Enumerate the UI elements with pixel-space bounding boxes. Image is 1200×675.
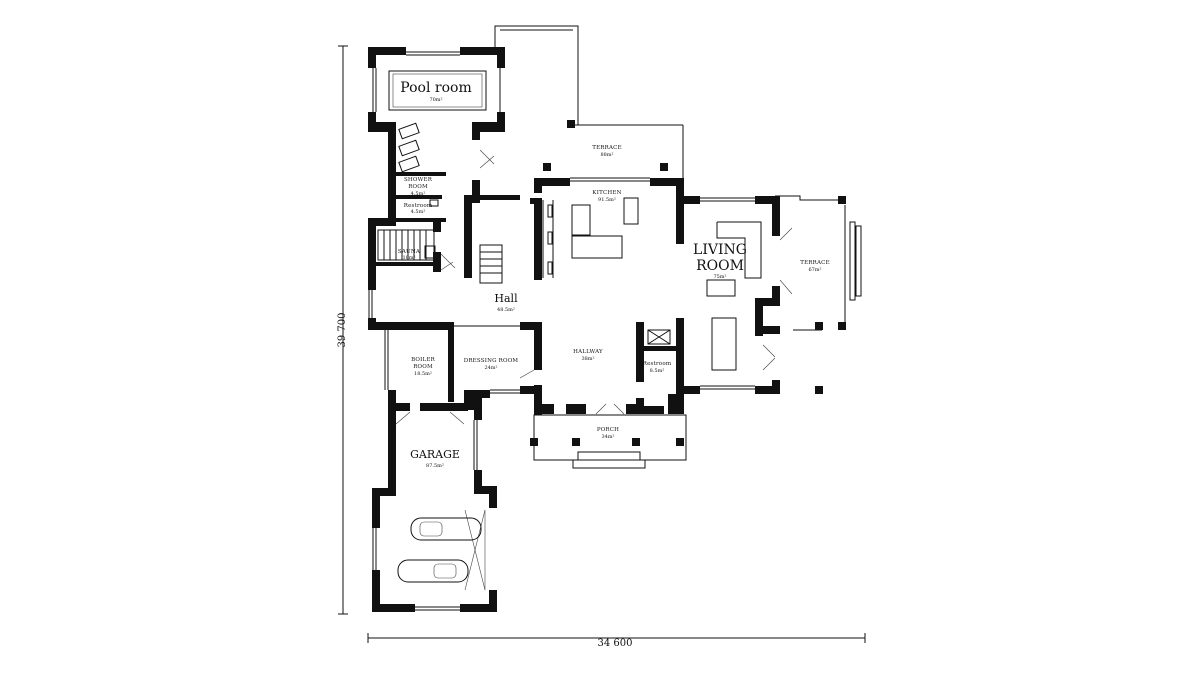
pool-room-label: Pool room bbox=[400, 80, 471, 96]
restroom-2-area: 8.5m² bbox=[650, 368, 665, 374]
terrace-right-label: TERRACE bbox=[800, 260, 830, 266]
porch-area: 34m² bbox=[601, 434, 614, 440]
living-room-label-line2: ROOM bbox=[696, 258, 744, 274]
stairs bbox=[377, 229, 503, 284]
shower-room-label-line1: SHOWER bbox=[404, 177, 433, 183]
porch-label: PORCH bbox=[597, 427, 619, 433]
pool-room-area: 70m² bbox=[429, 97, 442, 103]
restroom-2-label: Restroom bbox=[643, 361, 672, 367]
dressing-room-area: 24m² bbox=[484, 365, 497, 371]
dressing-room-label: DRESSING ROOM bbox=[464, 358, 519, 364]
sauna-label: SAUNA bbox=[398, 249, 421, 255]
boiler-room-area: 18.5m² bbox=[414, 371, 432, 377]
hallway-label: HALLWAY bbox=[573, 349, 603, 355]
living-room-label-line1: LIVING bbox=[693, 242, 747, 258]
sauna-area: 10m² bbox=[402, 255, 415, 261]
shower-room-area: 4.5m² bbox=[411, 191, 426, 197]
hall-area: 48.5m² bbox=[497, 307, 515, 313]
walls bbox=[368, 47, 846, 612]
restroom-1-area: 4.5m² bbox=[411, 209, 426, 215]
terrace-top-area: 88m² bbox=[600, 152, 613, 158]
terrace-top-label: TERRACE bbox=[592, 145, 622, 151]
garage-label: GARAGE bbox=[410, 448, 460, 461]
restroom-1-label: Restroom bbox=[404, 203, 433, 209]
boiler-room-label-line2: ROOM bbox=[413, 364, 433, 370]
width-dimension: 34 600 bbox=[598, 638, 633, 649]
kitchen-area: 91.5m² bbox=[598, 197, 616, 203]
boiler-room-label-line1: BOILER bbox=[411, 357, 435, 363]
kitchen-label: KITCHEN bbox=[592, 190, 621, 196]
height-dimension: 39 700 bbox=[337, 313, 348, 348]
living-room-area: 75m² bbox=[713, 274, 726, 280]
hallway-area: 38m² bbox=[581, 356, 594, 362]
outline-lines bbox=[368, 25, 862, 611]
hall-label: Hall bbox=[494, 292, 518, 305]
room-labels: Pool room 70m² SHOWER ROOM 4.5m² Restroo… bbox=[398, 80, 830, 469]
furniture bbox=[395, 122, 793, 583]
garage-area: 87.5m² bbox=[426, 463, 444, 469]
terrace-right-area: 67m² bbox=[808, 267, 821, 273]
dimension-lines bbox=[338, 45, 866, 643]
shower-room-label-line2: ROOM bbox=[408, 184, 428, 190]
